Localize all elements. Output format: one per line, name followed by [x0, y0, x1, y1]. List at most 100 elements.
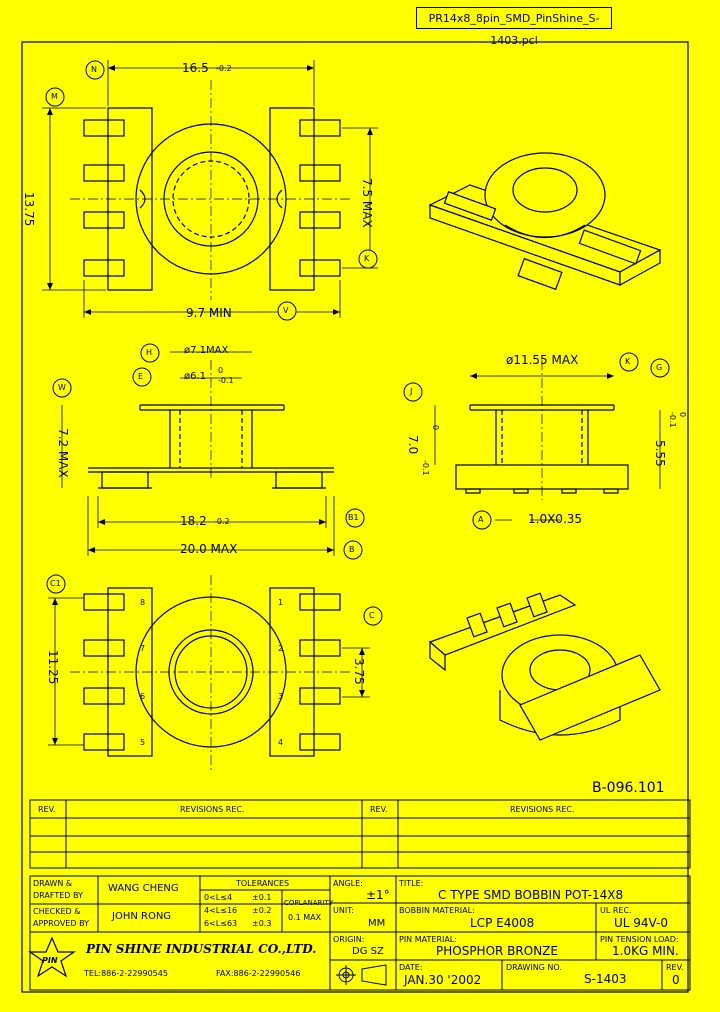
tol-range: 4<L≤16	[204, 906, 238, 915]
dim-bottom-3-75: 3.75	[352, 658, 366, 685]
tol-value: ±0.1	[252, 893, 272, 902]
marker-v: V	[283, 306, 289, 315]
bottom-view	[70, 575, 350, 770]
pin-number: 8	[140, 598, 146, 607]
pin-number: 5	[140, 738, 146, 747]
marker-m: M	[51, 92, 58, 101]
dim-g-tol: -0.1	[668, 412, 677, 428]
title-value: C TYPE SMD BOBBIN POT-14X8	[438, 888, 624, 902]
pin-tension-label: PIN TENSION LOAD:	[600, 935, 679, 944]
marker-c1: C1	[50, 579, 61, 588]
pin-number: 6	[140, 692, 146, 701]
pin-material-label: PIN MATERIAL:	[399, 935, 457, 944]
coplanarity-label: COPLANARITY	[284, 899, 333, 907]
checked-label: CHECKED &	[33, 907, 81, 916]
marker-n: N	[91, 65, 97, 74]
pin-number: 2	[278, 644, 284, 653]
top-view	[70, 80, 350, 300]
unit-value: MM	[368, 918, 386, 929]
dim-side-20-0: 20.0 MAX	[180, 542, 238, 556]
drawing-reference: B-096.101	[592, 780, 665, 796]
tol-range: 0<L≤4	[204, 893, 233, 902]
front-view	[455, 360, 629, 500]
coplanarity-value: 0.1 MAX	[288, 913, 322, 922]
dim-side-18-2: 18.2	[180, 514, 207, 528]
pin-number: 3	[278, 692, 284, 701]
top-view-dimensions	[42, 60, 378, 318]
side-view	[88, 360, 334, 489]
date-value: JAN.30 '2002	[404, 973, 482, 987]
marker-k: K	[625, 357, 631, 366]
rev-label: REV.	[666, 963, 684, 972]
drawing-no-value: S-1403	[584, 972, 627, 986]
dim-min-9-7: 9.7 MIN	[186, 306, 232, 320]
dim-j: 7.0	[406, 435, 420, 455]
marker-h: H	[146, 348, 153, 357]
marker-b: B	[349, 545, 355, 554]
drawn-label: DRAWN &	[33, 879, 73, 888]
marker-w: W	[58, 383, 66, 392]
rev-value: 0	[672, 973, 680, 987]
tolerances-label: TOLERANCES	[236, 879, 290, 888]
dimension-arrowheads	[47, 65, 614, 745]
title-block-lines	[29, 875, 691, 991]
bobbin-material-label: BOBBIN MATERIAL:	[399, 906, 475, 915]
company-name: PIN SHINE INDUSTRIAL CO.,LTD.	[86, 942, 317, 956]
unit-label: UNIT:	[333, 906, 354, 915]
angle-label: ANGLE:	[333, 879, 363, 888]
origin-value: DG SZ	[352, 946, 384, 957]
dim-side-18-2-tol: -0.2	[214, 517, 230, 526]
company-logo	[28, 936, 76, 978]
title-label: TITLE:	[399, 879, 424, 888]
revision-header-rec-right: REVISIONS REC.	[510, 805, 575, 814]
pin-tension-value: 1.0KG MIN.	[612, 944, 679, 958]
marker-a: A	[478, 515, 484, 524]
dim-height-13-75: 13.75	[22, 192, 36, 227]
dim-j-tol: -0.1	[421, 460, 430, 476]
side-view-dimensions	[61, 351, 335, 556]
drafted-by-value: WANG CHENG	[108, 883, 179, 894]
file-label: PR14x8_8pin_SMD_PinShine_S-1403.pcl	[416, 7, 612, 47]
dim-dia-6-1: ø6.1	[184, 371, 207, 382]
ul-value: UL 94V-0	[614, 916, 669, 930]
dim-dia-6-1-tol: -0.1	[218, 376, 234, 385]
dim-g-tol0: 0	[678, 412, 687, 418]
revision-table-lines	[29, 799, 691, 869]
dim-j-tol0: 0	[431, 425, 440, 431]
dim-pin-size: 1.0X0.35	[528, 512, 583, 526]
company-fax: FAX:886-2-22990546	[216, 969, 301, 978]
front-view-dimensions	[434, 375, 661, 521]
revision-header-rev-left: REV.	[38, 805, 56, 814]
approved-label: APPROVED BY	[33, 919, 90, 928]
tol-value: ±0.2	[252, 906, 272, 915]
marker-k-top: K	[364, 254, 370, 263]
sheet-border	[21, 41, 689, 993]
dim-top-width-tol: -0.2	[216, 64, 232, 73]
marker-c: C	[369, 611, 375, 620]
pin-number: 4	[278, 738, 284, 747]
top-view-left-pins	[83, 119, 125, 277]
drawing-no-label: DRAWING NO.	[506, 963, 562, 972]
marker-g: G	[656, 363, 663, 372]
ul-label: UL REC.	[600, 906, 632, 915]
dim-dia-11-55: ø11.55 MAX	[506, 353, 579, 367]
top-isometric-view	[428, 152, 662, 291]
marker-j: J	[410, 387, 413, 396]
dim-top-width: 16.5	[182, 61, 209, 75]
company-tel: TEL:886-2-22990545	[84, 969, 168, 978]
bobbin-material-value: LCP E4008	[470, 916, 535, 930]
dim-bottom-11-25: 11.25	[46, 650, 60, 685]
marker-b1: B1	[348, 513, 359, 522]
marker-circles	[45, 60, 670, 626]
revision-header-rec-left: REVISIONS REC.	[180, 805, 245, 814]
dim-dia-6-1-tol0: 0	[218, 366, 224, 375]
pin-number: 1	[278, 598, 284, 607]
pin-number: 7	[140, 644, 146, 653]
date-label: DATE:	[399, 963, 423, 972]
pin-material-value: PHOSPHOR BRONZE	[436, 944, 558, 958]
tol-range: 6<L≤63	[204, 919, 238, 928]
angle-value: ±1°	[366, 888, 390, 902]
bottom-isometric-view	[428, 592, 661, 741]
